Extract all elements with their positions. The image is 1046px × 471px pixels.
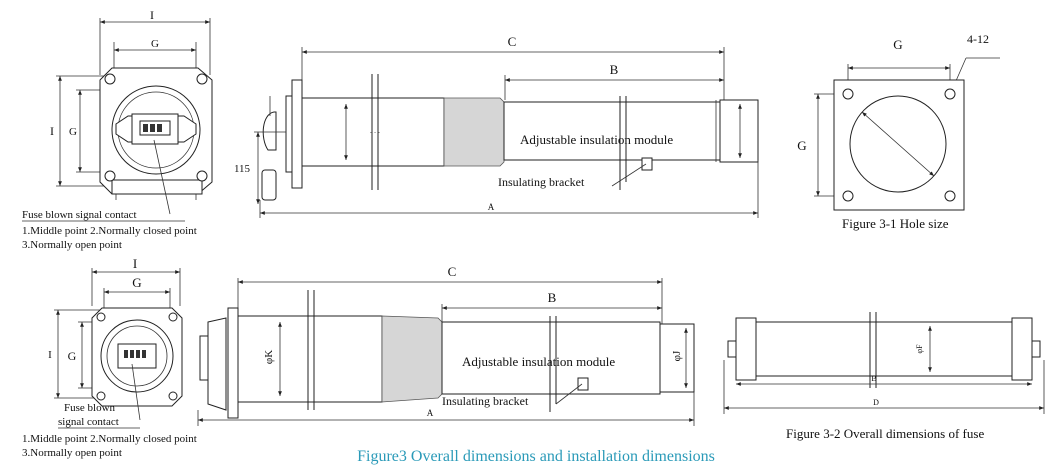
bottom-label-insulation-module: Adjustable insulation module (462, 354, 615, 369)
hole-dim-4-12: 4-12 (967, 32, 989, 46)
bottom-front-dim-i-vertical: I (48, 349, 52, 361)
top-label-insulating-bracket: Insulating bracket (498, 175, 585, 189)
bottom-note-line2: 1.Middle point 2.Normally closed point (22, 433, 197, 445)
top-front-view: I G I G (50, 8, 213, 215)
hole-size-figure: G 4-12 G (797, 32, 1000, 211)
bottom-front-dim-g: G (132, 275, 141, 290)
fuse-figure: φF B D (723, 312, 1045, 414)
bottom-note-line3: 3.Normally open point (22, 447, 122, 459)
hole-dim-g-left: G (797, 138, 806, 153)
top-front-dim-i: I (150, 8, 154, 22)
bottom-side-view: C B φK φJ A (197, 264, 695, 426)
bottom-side-dim-c: C (448, 264, 457, 279)
bottom-note-line1: Fuse blown (64, 402, 116, 414)
fuse-caption: Figure 3-2 Overall dimensions of fuse (786, 426, 984, 441)
figure-caption: Figure3 Overall dimensions and installat… (357, 448, 715, 465)
svg-text:· · ·: · · · (370, 129, 381, 137)
fuse-dim-d: D (873, 398, 879, 407)
top-side-dim-b: B (610, 62, 619, 77)
bottom-front-dim-g-vertical: G (68, 349, 77, 363)
bottom-side-dim-phik: φK (263, 350, 275, 364)
bottom-note-line1b: signal contact (58, 416, 119, 428)
top-side-view: C B 115 · · · A (234, 34, 759, 218)
top-note-line3: 3.Normally open point (22, 239, 122, 251)
top-note-line2: 1.Middle point 2.Normally closed point (22, 225, 197, 237)
bottom-side-dim-phij: φJ (671, 350, 683, 361)
top-front-dim-g: G (151, 38, 159, 50)
top-front-dim-i-vertical: I (50, 124, 54, 138)
bottom-side-dim-a: A (427, 408, 434, 418)
bottom-front-view: I G I G (48, 256, 183, 421)
bottom-label-insulating-bracket: Insulating bracket (442, 394, 529, 408)
top-side-dim-a: A (488, 202, 495, 212)
top-front-dim-g-vertical: G (69, 126, 77, 138)
hole-dim-g-top: G (893, 37, 902, 52)
top-label-insulation-module: Adjustable insulation module (520, 132, 673, 147)
top-side-dim-c: C (508, 34, 517, 49)
fuse-dim-b: B (871, 374, 876, 383)
bottom-side-dim-b: B (548, 290, 557, 305)
fuse-dim-phif: φF (915, 344, 924, 354)
bottom-front-dim-i: I (133, 256, 137, 271)
top-side-dim-115: 115 (234, 163, 251, 175)
top-note-line1: Fuse blown signal contact (22, 209, 137, 221)
hole-caption: Figure 3-1 Hole size (842, 216, 949, 231)
